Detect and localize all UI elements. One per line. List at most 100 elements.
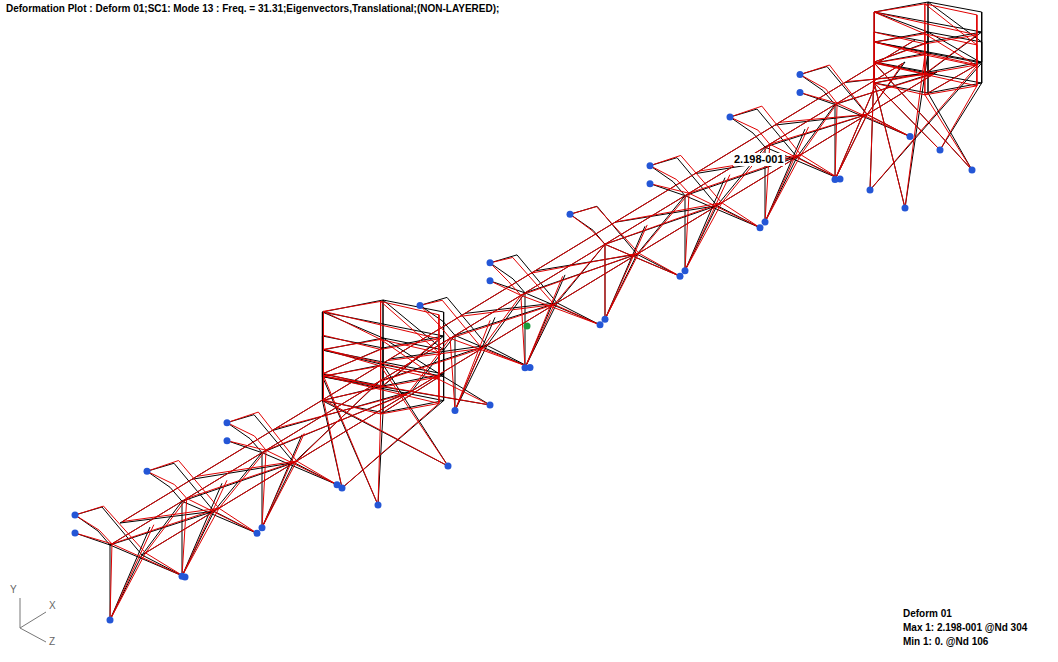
mesh-line: [381, 366, 448, 466]
support-dot: [937, 147, 944, 154]
axis-triad: [20, 598, 46, 642]
mesh-line: [122, 508, 219, 521]
mesh-line: [102, 507, 142, 555]
support-dot: [522, 364, 529, 371]
mesh-line: [925, 55, 977, 66]
mesh-line: [460, 273, 531, 316]
mesh-line: [874, 12, 875, 42]
mesh-line: [147, 471, 170, 487]
support-dot: [727, 114, 734, 121]
mesh-line: [297, 393, 409, 461]
mesh-line: [870, 63, 982, 190]
mesh-line: [685, 193, 689, 270]
mesh-line: [570, 207, 596, 215]
mesh-line: [227, 412, 258, 423]
mesh-line: [730, 117, 753, 133]
mesh-line: [925, 4, 977, 15]
mesh-line: [604, 244, 605, 319]
mesh-line: [780, 114, 868, 122]
mesh-line: [380, 387, 381, 414]
axis-line: [20, 628, 46, 642]
support-dot: [647, 162, 654, 169]
mesh-line: [800, 65, 830, 75]
support-dot: [417, 302, 424, 309]
support-dot: [487, 277, 494, 284]
mesh-line: [650, 166, 677, 180]
mesh-line: [262, 450, 266, 527]
mesh-line: [874, 83, 940, 150]
mesh-line: [525, 276, 563, 368]
support-dot: [757, 224, 764, 231]
mesh-line: [323, 376, 490, 405]
support-dot: [682, 267, 689, 274]
mesh-line: [765, 127, 809, 222]
mesh-line: [870, 63, 874, 190]
mesh-line: [874, 63, 977, 86]
mesh-line: [322, 401, 448, 466]
mesh-line: [874, 42, 925, 55]
axis-label: X: [48, 600, 57, 612]
legend-text: Min 1: 0. @Nd 106: [902, 636, 989, 648]
selected-node: [524, 323, 531, 330]
mesh-line: [685, 203, 722, 271]
mesh-line: [110, 544, 112, 620]
mesh-line: [297, 382, 378, 461]
mesh-line: [925, 65, 977, 95]
mesh-line: [227, 423, 254, 436]
mesh-line: [650, 184, 689, 194]
support-dot: [339, 485, 346, 492]
mesh-line: [323, 349, 380, 366]
support-dot: [445, 463, 452, 470]
support-dot: [647, 180, 654, 187]
mesh-line: [383, 300, 384, 338]
support-dot: [487, 402, 494, 409]
mesh-line: [450, 295, 521, 338]
mesh-line: [420, 305, 438, 324]
mesh-line: [650, 166, 673, 182]
mesh-line: [925, 35, 977, 74]
support-dot: [375, 502, 382, 509]
mesh-line: [616, 203, 722, 222]
mesh-line: [142, 501, 182, 555]
axis-line: [20, 612, 46, 628]
mesh-line: [383, 300, 444, 312]
support-dot: [832, 176, 839, 183]
mesh-line: [874, 53, 928, 63]
mesh-line: [110, 525, 154, 620]
mesh-line: [490, 263, 513, 279]
mesh-line: [867, 114, 910, 136]
mesh-line: [75, 515, 99, 530]
mesh-line: [924, 34, 925, 74]
support-dot: [867, 187, 874, 194]
support-dot: [602, 316, 609, 323]
mesh-line: [323, 311, 438, 338]
support-dot: [762, 219, 769, 226]
mesh-line: [323, 400, 448, 466]
support-dot: [144, 468, 151, 475]
support-dot: [72, 530, 79, 537]
mesh-line: [874, 34, 925, 42]
mesh-line: [182, 498, 187, 576]
mesh-line: [75, 506, 104, 515]
mesh-line: [182, 480, 227, 576]
mesh-line: [874, 83, 905, 208]
mesh-line: [605, 244, 606, 319]
mesh-line: [874, 42, 875, 63]
mesh-line: [722, 203, 760, 228]
mesh-line: [730, 106, 762, 117]
mesh-line: [146, 508, 219, 553]
mesh-line: [570, 214, 592, 230]
mesh-line: [928, 93, 972, 170]
mesh-line: [294, 381, 380, 463]
mesh-line: [192, 463, 294, 480]
mesh-line: [323, 311, 380, 339]
mesh-line: [450, 338, 530, 367]
mesh-line: [867, 115, 910, 137]
mesh-line: [219, 461, 297, 508]
support-dot: [567, 211, 574, 218]
mesh-line: [521, 295, 525, 368]
mesh-line: [874, 42, 875, 62]
axis-label: Z: [48, 636, 56, 648]
mesh-line: [554, 244, 605, 304]
mesh-line: [800, 93, 837, 104]
